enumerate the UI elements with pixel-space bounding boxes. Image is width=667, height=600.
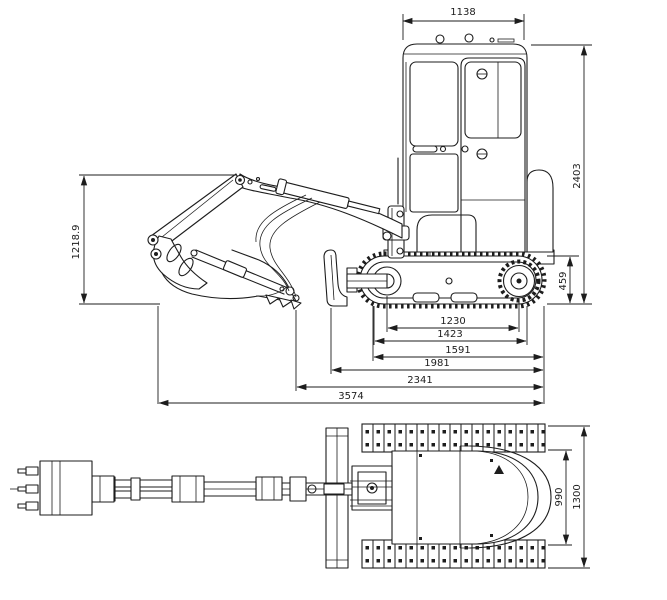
- track-grousers: [355, 251, 547, 309]
- top-view: 990 1300: [10, 423, 590, 569]
- front-lower-panel: [409, 153, 459, 213]
- marker-triangle: [494, 465, 504, 474]
- dim-stack: 1230 1423 1591 1981 2341: [157, 296, 545, 407]
- dim-blade-to-rear: 1981: [330, 308, 544, 374]
- blade-profile: [323, 249, 348, 307]
- dozer-blade-top: [325, 427, 392, 569]
- dim-label-overall-width: 1300: [572, 484, 583, 509]
- dim-label-track-length: 1591: [445, 345, 470, 356]
- dim-label-overall-height: 2403: [572, 163, 583, 188]
- dim-overall-width: 1300: [548, 425, 590, 569]
- boom-cylinder: [275, 178, 381, 215]
- dim-wheelbase: 1230: [386, 296, 520, 332]
- dim-overall-length: 3574: [158, 391, 544, 407]
- bucket-tooth: [265, 294, 280, 305]
- boom-top: [91, 475, 353, 503]
- track-bottom: [361, 539, 546, 569]
- dim-front-attachment-height: 1218.9: [71, 174, 237, 305]
- dim-track-length: 1591: [372, 306, 544, 361]
- track-top: [361, 423, 546, 453]
- upper-body-top: [391, 445, 552, 549]
- quick-coupler: [147, 234, 208, 290]
- crawler-track-side: [355, 251, 547, 309]
- dim-label-wheelbase: 1230: [440, 316, 465, 327]
- boom: [236, 173, 403, 239]
- interior-fender-line: [416, 214, 477, 253]
- coupler-top: [91, 475, 115, 503]
- dozer-blade-side: [323, 249, 388, 307]
- dim-body-width: 990: [548, 449, 572, 546]
- dim-track-ground-contact: 1423: [373, 306, 528, 345]
- bucket-tooth: [278, 297, 293, 308]
- side-view: 1138 2403 459 1218.9 1230: [71, 7, 592, 407]
- dim-label-bucket-to-rear: 2341: [407, 375, 432, 386]
- dim-label-body-width: 990: [554, 487, 565, 506]
- bucket-teeth-top: [10, 466, 39, 511]
- dim-label-cab-width: 1138: [450, 7, 475, 18]
- door-window: [464, 61, 522, 139]
- swing-bracket-top: [351, 465, 393, 511]
- cab-door: [460, 57, 526, 253]
- blade-arms-top: [350, 480, 392, 507]
- bucket-top: [10, 460, 93, 516]
- hydraulic-hoses: [255, 194, 321, 302]
- arm-cylinders-top: [109, 476, 173, 502]
- dim-label-blade-to-rear: 1981: [424, 358, 449, 369]
- dim-bucket-to-rear: 2341: [295, 310, 544, 391]
- dim-label-track-ground-contact: 1423: [437, 329, 462, 340]
- dim-label-front-attachment-height: 1218.9: [71, 225, 82, 260]
- door-handle: [412, 145, 438, 153]
- cab: [397, 33, 528, 253]
- drive-sprocket: [497, 259, 541, 303]
- dim-overall-height: 2403: [531, 44, 592, 305]
- dim-label-overall-length: 3574: [338, 391, 363, 402]
- dim-track-height: 459: [547, 255, 579, 304]
- counterweight-outline: [469, 445, 552, 549]
- front-attachment: [147, 173, 410, 310]
- road-wheel-cover: [412, 292, 440, 303]
- dim-cab-width: 1138: [402, 7, 525, 40]
- dim-label-track-height: 459: [558, 271, 569, 290]
- road-wheel-cover: [450, 292, 478, 303]
- roof-fittings: [435, 33, 515, 44]
